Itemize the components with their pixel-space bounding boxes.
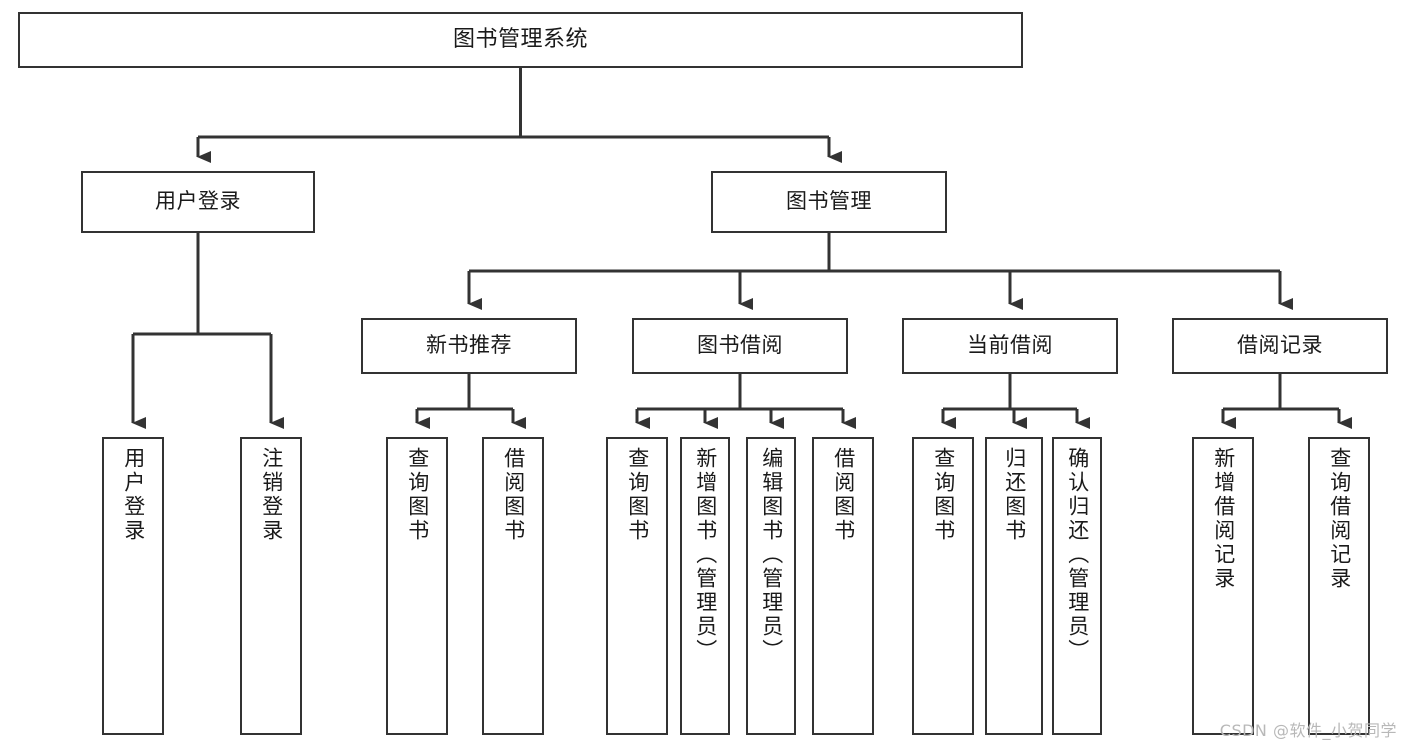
leaf-query-book-3[interactable]: 查询图书 [912, 437, 974, 735]
node-book-management-label: 图书管理 [786, 189, 872, 214]
node-root[interactable]: 图书管理系统 [18, 12, 1023, 68]
leaf-confirm-return-admin-label: 确认归还（管理员） [1065, 447, 1090, 663]
leaf-borrow-book-1-label: 借阅图书 [501, 447, 526, 543]
leaf-return-book-label: 归还图书 [1002, 447, 1027, 543]
leaf-query-book-2-label: 查询图书 [625, 447, 650, 543]
leaf-add-borrow-record-label: 新增借阅记录 [1211, 447, 1236, 591]
node-borrow-record-label: 借阅记录 [1237, 333, 1323, 358]
leaf-add-book-admin-label: 新增图书（管理员） [693, 447, 718, 663]
leaf-query-book-1-label: 查询图书 [405, 447, 430, 543]
leaf-query-book-2[interactable]: 查询图书 [606, 437, 668, 735]
leaf-user-logout-label: 注销登录 [259, 447, 284, 543]
leaf-edit-book-admin-label: 编辑图书（管理员） [759, 447, 784, 663]
leaf-edit-book-admin[interactable]: 编辑图书（管理员） [746, 437, 796, 735]
node-book-borrow-label: 图书借阅 [697, 333, 783, 358]
leaf-borrow-book-2-label: 借阅图书 [831, 447, 856, 543]
leaf-query-book-1[interactable]: 查询图书 [386, 437, 448, 735]
node-current-borrow[interactable]: 当前借阅 [902, 318, 1118, 374]
watermark: CSDN @软件_小贺同学 [1219, 721, 1397, 740]
node-book-management[interactable]: 图书管理 [711, 171, 947, 233]
leaf-borrow-book-2[interactable]: 借阅图书 [812, 437, 874, 735]
node-user-login-label: 用户登录 [155, 189, 241, 214]
leaf-confirm-return-admin[interactable]: 确认归还（管理员） [1052, 437, 1102, 735]
leaf-query-borrow-record-label: 查询借阅记录 [1327, 447, 1352, 591]
node-book-borrow[interactable]: 图书借阅 [632, 318, 848, 374]
node-new-book-recommend-label: 新书推荐 [426, 333, 512, 358]
leaf-user-login-label: 用户登录 [121, 447, 146, 543]
leaf-add-borrow-record[interactable]: 新增借阅记录 [1192, 437, 1254, 735]
leaf-query-borrow-record[interactable]: 查询借阅记录 [1308, 437, 1370, 735]
leaf-borrow-book-1[interactable]: 借阅图书 [482, 437, 544, 735]
leaf-user-logout[interactable]: 注销登录 [240, 437, 302, 735]
leaf-user-login[interactable]: 用户登录 [102, 437, 164, 735]
leaf-add-book-admin[interactable]: 新增图书（管理员） [680, 437, 730, 735]
node-current-borrow-label: 当前借阅 [967, 333, 1053, 358]
node-user-login[interactable]: 用户登录 [81, 171, 315, 233]
leaf-query-book-3-label: 查询图书 [931, 447, 956, 543]
node-borrow-record[interactable]: 借阅记录 [1172, 318, 1388, 374]
node-new-book-recommend[interactable]: 新书推荐 [361, 318, 577, 374]
leaf-return-book[interactable]: 归还图书 [985, 437, 1043, 735]
node-root-label: 图书管理系统 [452, 26, 588, 52]
